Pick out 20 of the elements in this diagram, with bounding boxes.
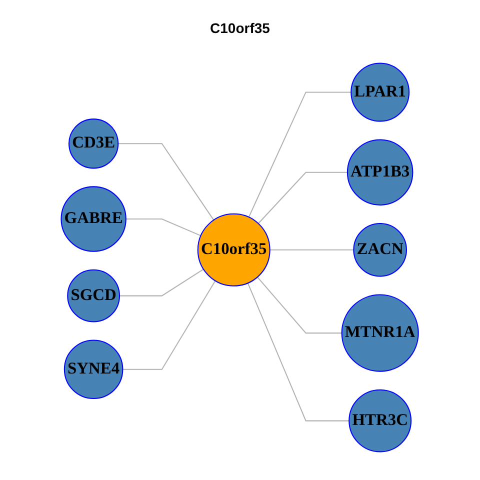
node-circle: ATP1B3 <box>347 139 414 206</box>
connector <box>120 268 204 296</box>
connector <box>118 143 214 220</box>
node-circle: LPAR1 <box>350 62 410 122</box>
connector <box>270 249 354 250</box>
connector <box>257 276 342 334</box>
node-circle: CD3E <box>68 118 119 169</box>
node-circle: MTNR1A <box>342 294 420 372</box>
node-circle: HTR3C <box>348 389 412 452</box>
connector <box>126 218 202 236</box>
connector <box>248 92 352 218</box>
connector <box>258 172 348 224</box>
connector <box>248 282 350 422</box>
diagram-title: C10orf35 <box>210 20 270 36</box>
node-circle: SYNE4 <box>64 340 124 400</box>
node-circle: SGCD <box>67 269 120 322</box>
connector <box>122 280 216 370</box>
node-circle: ZACN <box>353 222 408 277</box>
node-circle: C10orf35 <box>198 213 271 286</box>
node-circle: GABRE <box>60 186 127 252</box>
